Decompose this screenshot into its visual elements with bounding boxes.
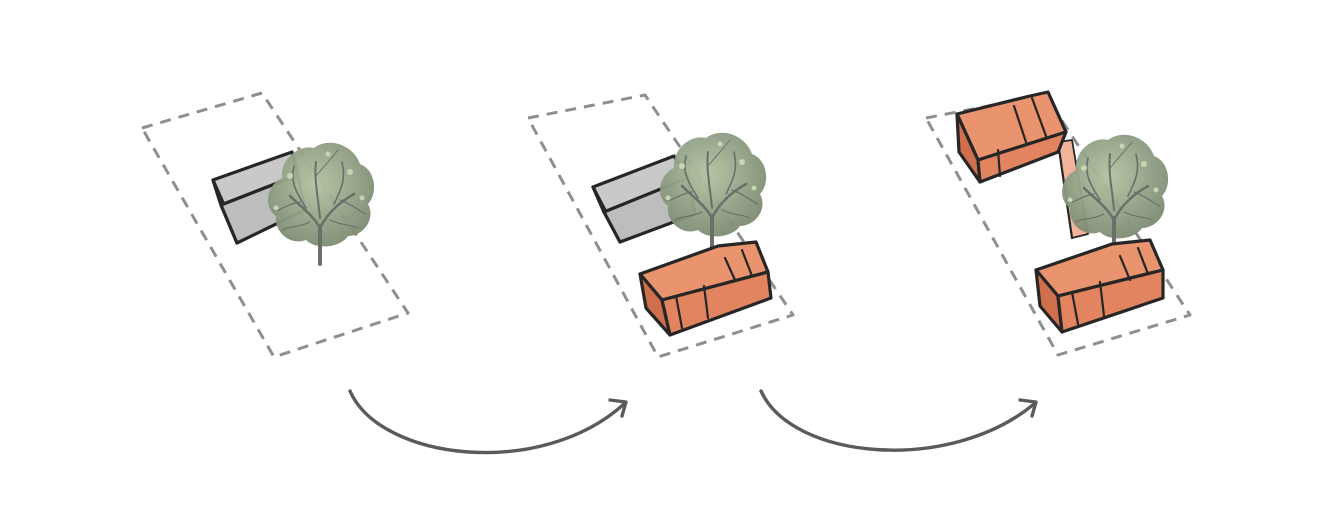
lot-outline <box>526 93 795 359</box>
tree <box>1060 132 1171 258</box>
tree <box>658 130 769 256</box>
panel-2 <box>526 93 795 359</box>
lot-outline <box>140 91 410 359</box>
panel-3 <box>924 90 1192 357</box>
curved-arrow-icon <box>348 389 628 455</box>
curved-arrow-icon <box>759 389 1038 452</box>
new-building <box>638 240 773 337</box>
new-building <box>1034 238 1165 334</box>
panel-1 <box>140 91 410 359</box>
elevated-building <box>955 90 1068 184</box>
